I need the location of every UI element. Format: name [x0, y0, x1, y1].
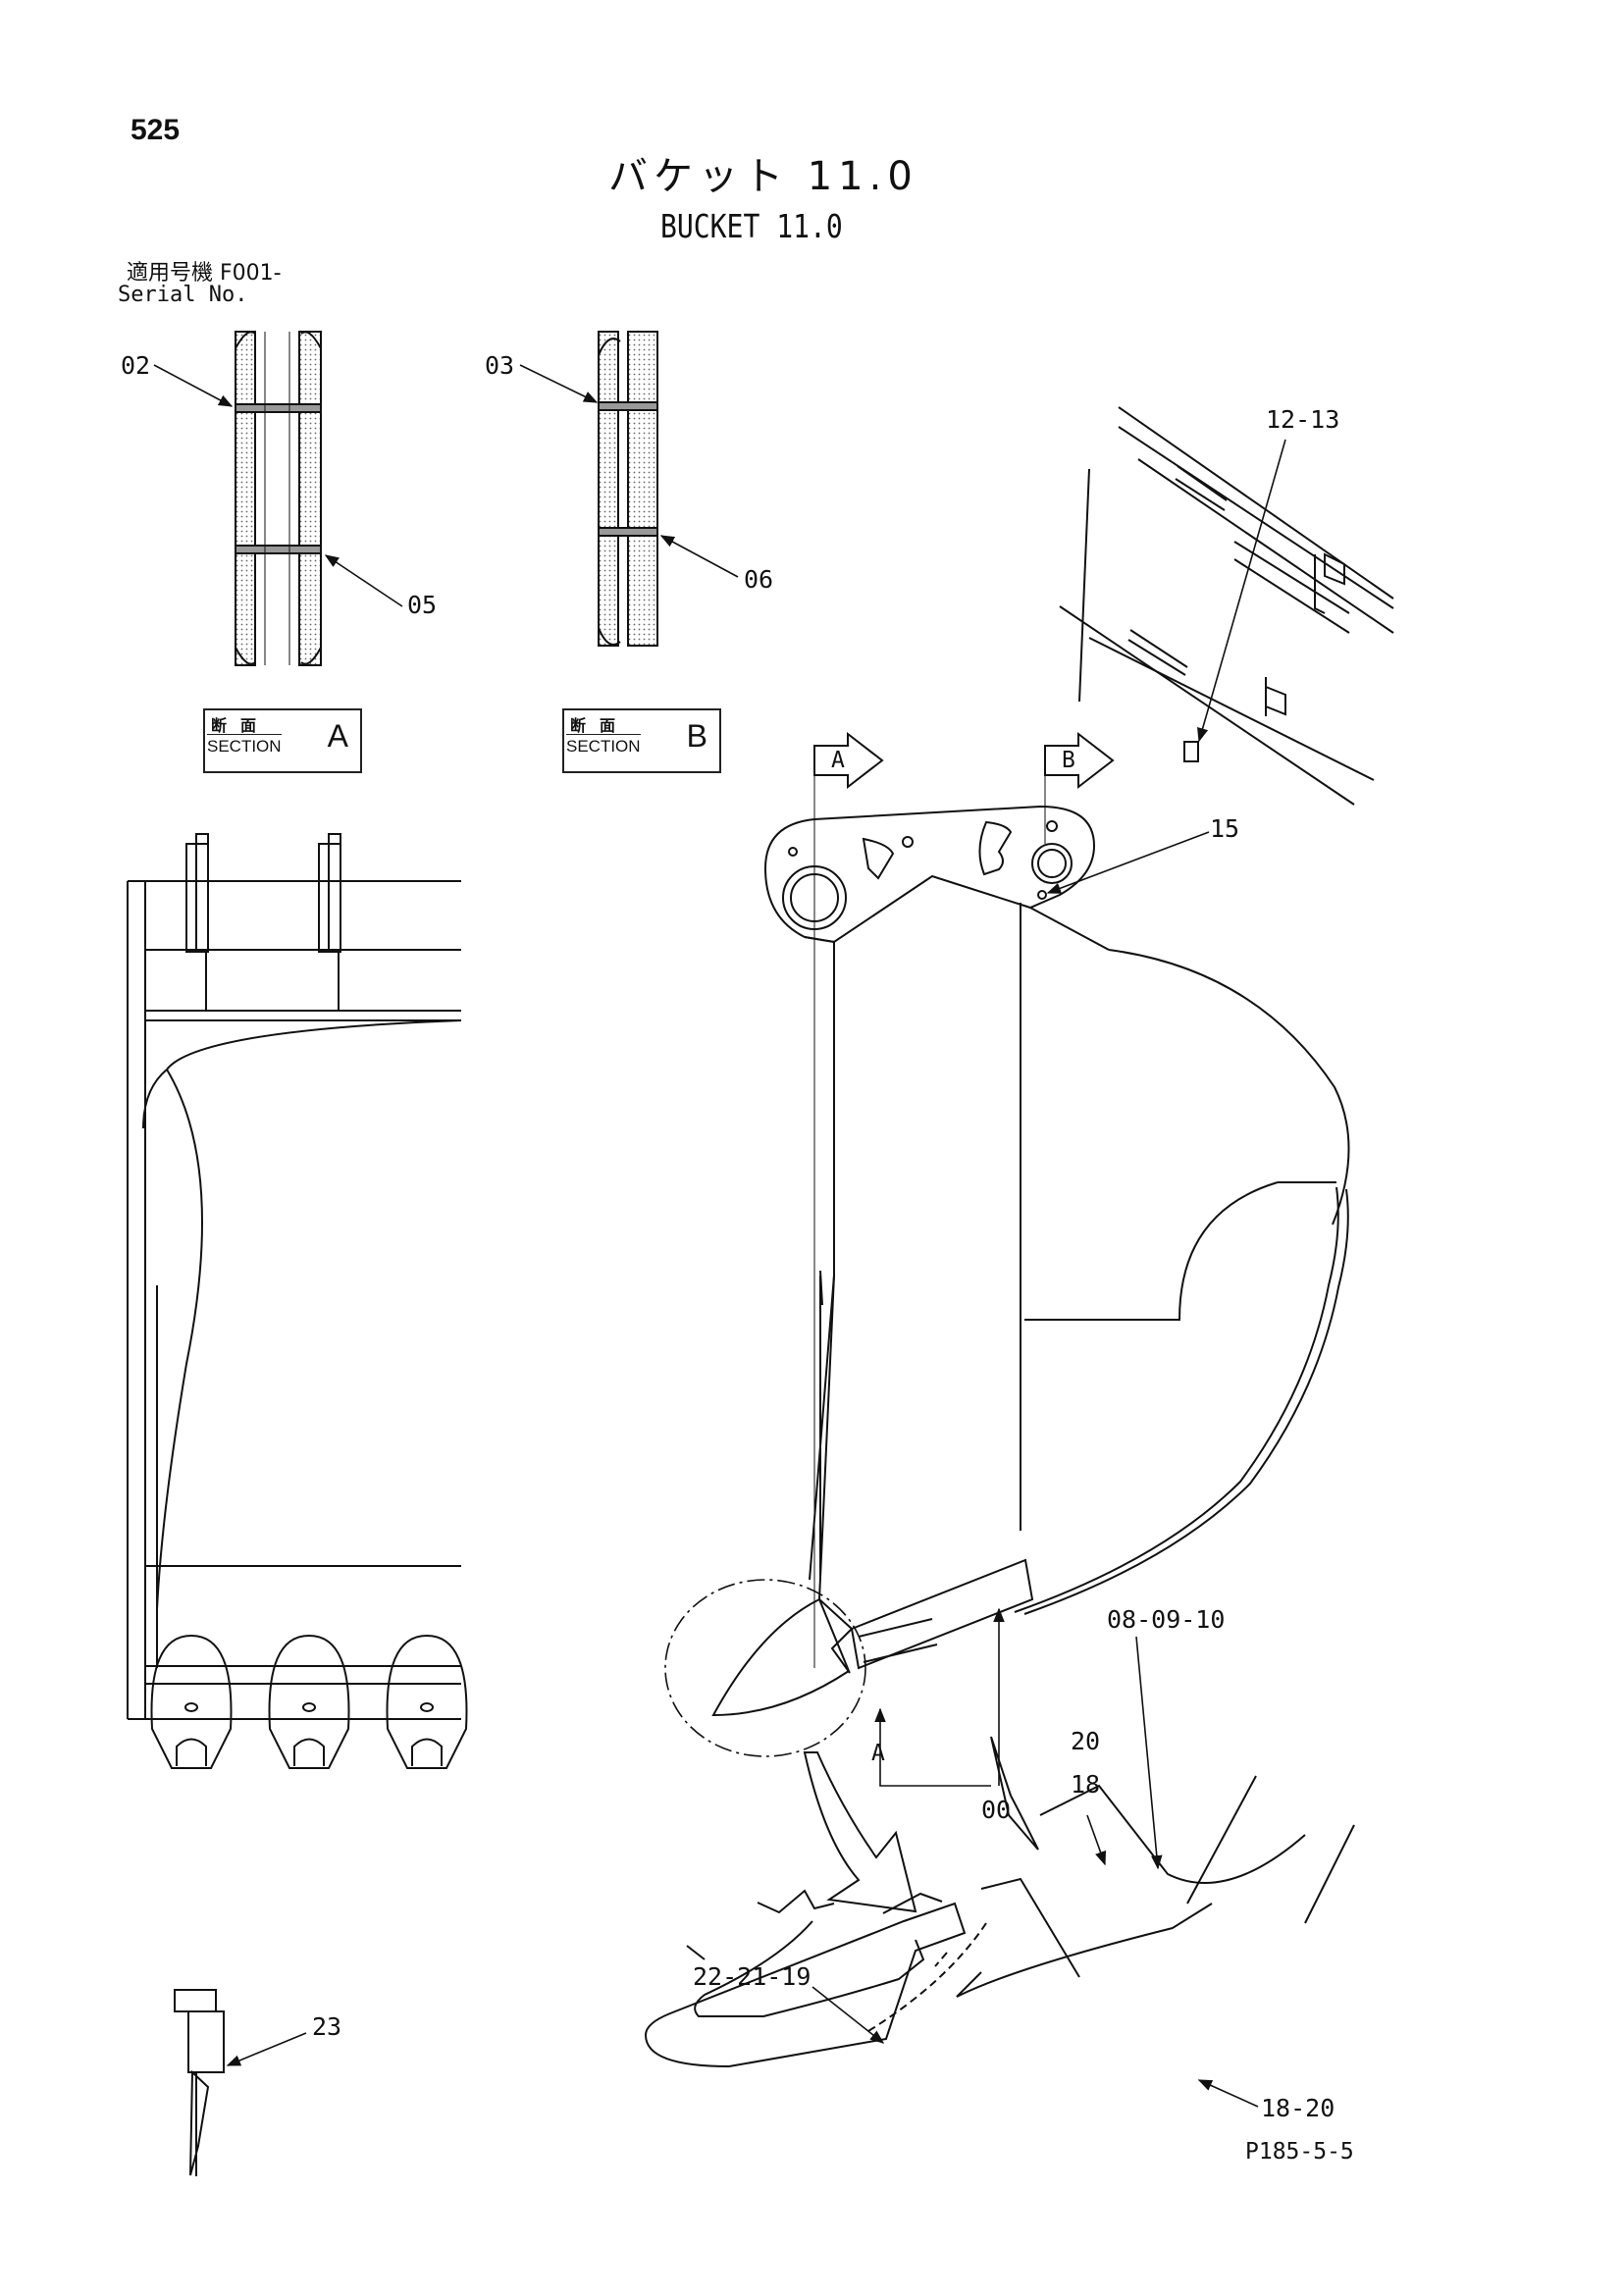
- section-b-en: SECTION: [566, 734, 641, 757]
- page-number: 525: [131, 114, 181, 146]
- callout-03: 03: [485, 351, 515, 380]
- callout-05: 05: [407, 591, 438, 619]
- title-japanese: バケット 11.0: [608, 154, 918, 199]
- section-a-jp: 断面: [211, 716, 271, 735]
- callout-23: 23: [312, 2012, 342, 2041]
- section-a-letter: A: [327, 718, 348, 754]
- title-english: BUCKET 11.0: [660, 207, 843, 245]
- view-arrows: [813, 731, 1115, 790]
- callout-12-13: 12-13: [1266, 405, 1340, 434]
- section-b-letter: B: [686, 718, 707, 754]
- adapter-top-detail: [1059, 406, 1394, 806]
- callout-18-20: 18-20: [1261, 2094, 1335, 2122]
- section-a-en: SECTION: [207, 734, 282, 757]
- section-b-label: 断面 SECTION B: [562, 708, 721, 773]
- section-b-detail: [598, 331, 658, 647]
- front-teeth: [150, 1634, 468, 1769]
- section-b-jp: 断面: [570, 716, 630, 735]
- callout-18: 18: [1071, 1770, 1101, 1799]
- view-arrow-a-letter: A: [831, 748, 845, 773]
- callout-02: 02: [121, 351, 151, 380]
- callout-22-21-19: 22-21-19: [693, 1962, 812, 1991]
- callout-15: 15: [1210, 814, 1240, 843]
- bucket-side-view: [664, 756, 1350, 1913]
- bucket-front-view: [127, 833, 468, 1769]
- view-arrow-b-letter: B: [1062, 748, 1075, 773]
- callout-20: 20: [1071, 1727, 1101, 1755]
- callout-08-09-10: 08-09-10: [1107, 1605, 1226, 1634]
- callout-00: 00: [981, 1796, 1012, 1824]
- tooth-enlarged-detail: [644, 1736, 1355, 2068]
- pin-part-23: [174, 1989, 225, 2176]
- drawing-code: P185-5-5: [1245, 2139, 1354, 2165]
- callout-06: 06: [744, 565, 774, 594]
- section-a-detail: [235, 331, 322, 666]
- leader-lines: [153, 364, 1286, 2108]
- section-a-marker-letter: A: [871, 1741, 885, 1766]
- serial-label-japanese: 適用号機 F001-: [127, 261, 282, 286]
- section-a-label: 断面 SECTION A: [203, 708, 362, 773]
- serial-label-english: Serial No.: [118, 283, 248, 307]
